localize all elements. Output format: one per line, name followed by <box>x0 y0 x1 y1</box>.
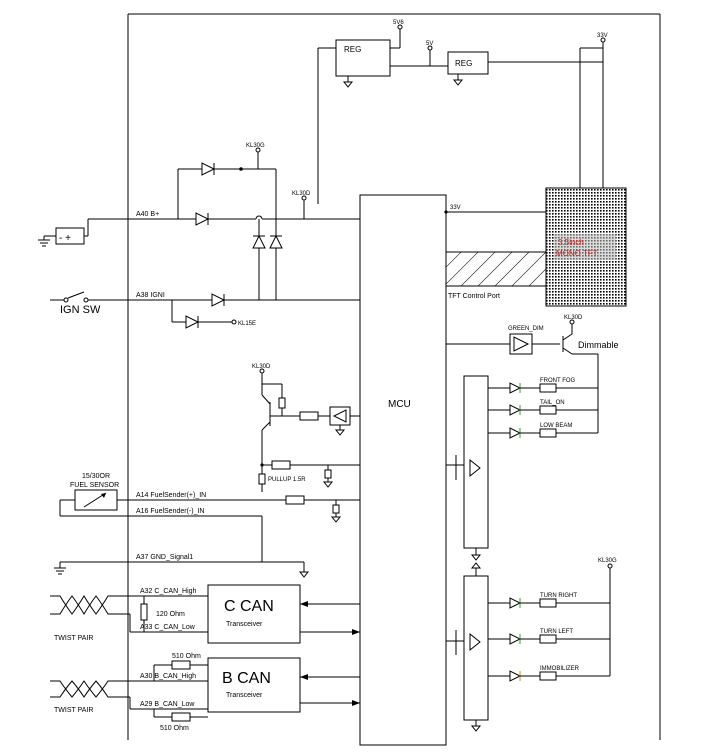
svg-text:TURN LEFT: TURN LEFT <box>540 629 573 635</box>
fuel-sensor: 15/30OR FUEL SENSOR A14 FuelSender(+)_IN… <box>59 473 360 562</box>
svg-text:A37 GND_Signal1: A37 GND_Signal1 <box>136 554 193 561</box>
dimming-circuit: GREEN_DIM KL30D Dimmable <box>446 315 619 433</box>
lamp-low-beam: LOW BEAM <box>488 423 598 439</box>
svg-text:KL15E: KL15E <box>238 321 256 327</box>
svg-text:REG: REG <box>344 45 361 54</box>
svg-text:Transceiver: Transceiver <box>226 692 263 699</box>
svg-text:A29 B_CAN_Low: A29 B_CAN_Low <box>140 701 195 708</box>
svg-text:A30 B_CAN_High: A30 B_CAN_High <box>140 673 196 680</box>
svg-text:KL30D: KL30D <box>292 191 311 197</box>
svg-text:TWIST PAIR: TWIST PAIR <box>54 635 93 642</box>
svg-text:TAIL_ON: TAIL_ON <box>540 400 565 406</box>
svg-text:GREEN_DIM: GREEN_DIM <box>508 326 544 332</box>
frame <box>127 13 661 740</box>
b-can-transceiver: B CAN Transceiver <box>207 657 360 713</box>
lamp-turn-right: TURN RIGHT <box>488 593 610 609</box>
ign-switch: IGN SW A38 IGNI KL15E <box>50 291 360 329</box>
c-can-transceiver: C CAN Transceiver <box>207 584 360 644</box>
lamp-tail-on: TAIL_ON <box>488 400 598 416</box>
svg-text:IMMOBILIZER: IMMOBILIZER <box>540 666 580 672</box>
svg-text:A33 C_CAN_Low: A33 C_CAN_Low <box>140 624 196 631</box>
svg-text:KL30D: KL30D <box>564 315 583 321</box>
svg-text:5V: 5V <box>426 41 433 47</box>
tft-control-port: TFT Control Port <box>445 251 547 300</box>
lamp-immobilizer: IMMOBILIZER <box>488 666 610 682</box>
svg-text:A32 C_CAN_High: A32 C_CAN_High <box>140 588 197 595</box>
svg-text:KL30D: KL30D <box>252 364 271 370</box>
svg-text:- +: - + <box>59 233 71 244</box>
regulator-2: REG 5V <box>390 41 603 86</box>
svg-text:FUEL SENSOR: FUEL SENSOR <box>70 482 119 489</box>
c-can-bus: A32 C_CAN_High A33 C_CAN_Low 120 Ohm TWI… <box>50 588 208 642</box>
mcu: MCU 33V <box>359 194 546 746</box>
svg-text:PULLUP 1.5R: PULLUP 1.5R <box>268 477 306 483</box>
svg-text:A14 FuelSender(+)_IN: A14 FuelSender(+)_IN <box>136 492 206 499</box>
svg-text:A38 IGNI: A38 IGNI <box>136 292 165 299</box>
svg-text:TFT Control Port: TFT Control Port <box>448 293 500 300</box>
svg-text:A40 B+: A40 B+ <box>136 211 159 218</box>
svg-text:KL30G: KL30G <box>598 558 617 564</box>
svg-text:C CAN: C CAN <box>224 598 274 615</box>
lamp-front-fog: FRONT FOG <box>488 378 598 394</box>
v56-label: 5V6 <box>393 20 404 26</box>
svg-text:3.5inch: 3.5inch <box>558 238 584 247</box>
lamp-driver-2: KL30G <box>446 558 617 732</box>
svg-text:REG: REG <box>455 59 472 68</box>
svg-text:TURN RIGHT: TURN RIGHT <box>540 593 577 599</box>
svg-text:120 Ohm: 120 Ohm <box>156 611 185 618</box>
svg-text:Transceiver: Transceiver <box>226 621 263 628</box>
b-plus-line: A40 B+ KL30G KL30D <box>88 143 360 300</box>
svg-text:FRONT FOG: FRONT FOG <box>540 378 576 384</box>
svg-text:33V: 33V <box>597 33 608 39</box>
v33-rail: 33V <box>579 33 608 190</box>
svg-text:IGN SW: IGN SW <box>60 304 101 316</box>
fuel-pullup-circuit: KL30D PULLUP 1.5R <box>252 364 360 492</box>
svg-text:LOW BEAM: LOW BEAM <box>540 423 572 429</box>
lamp-turn-left: TURN LEFT <box>488 629 610 645</box>
svg-text:A16 FuelSender(-)_IN: A16 FuelSender(-)_IN <box>136 508 204 515</box>
battery: - + <box>38 219 89 247</box>
svg-text:15/30OR: 15/30OR <box>82 473 110 480</box>
svg-text:KL30G: KL30G <box>246 143 265 149</box>
svg-text:MONO TFT: MONO TFT <box>556 249 598 258</box>
svg-text:Dimmable: Dimmable <box>578 340 619 350</box>
svg-text:33V: 33V <box>450 205 461 211</box>
gnd-signal: A37 GND_Signal1 <box>54 554 310 578</box>
lamp-driver-1 <box>446 375 489 561</box>
svg-text:510 Ohm: 510 Ohm <box>172 653 201 660</box>
b-can-bus: A30 B_CAN_High A29 B_CAN_Low 510 Ohm 510… <box>50 653 208 732</box>
svg-text:510 Ohm: 510 Ohm <box>160 725 189 732</box>
svg-text:B CAN: B CAN <box>222 670 271 687</box>
svg-text:MCU: MCU <box>388 399 411 410</box>
tft-display: 3.5inch MONO TFT <box>545 187 627 307</box>
regulator-1: REG 5V6 <box>317 20 404 204</box>
svg-text:TWIST PAIR: TWIST PAIR <box>54 707 93 714</box>
